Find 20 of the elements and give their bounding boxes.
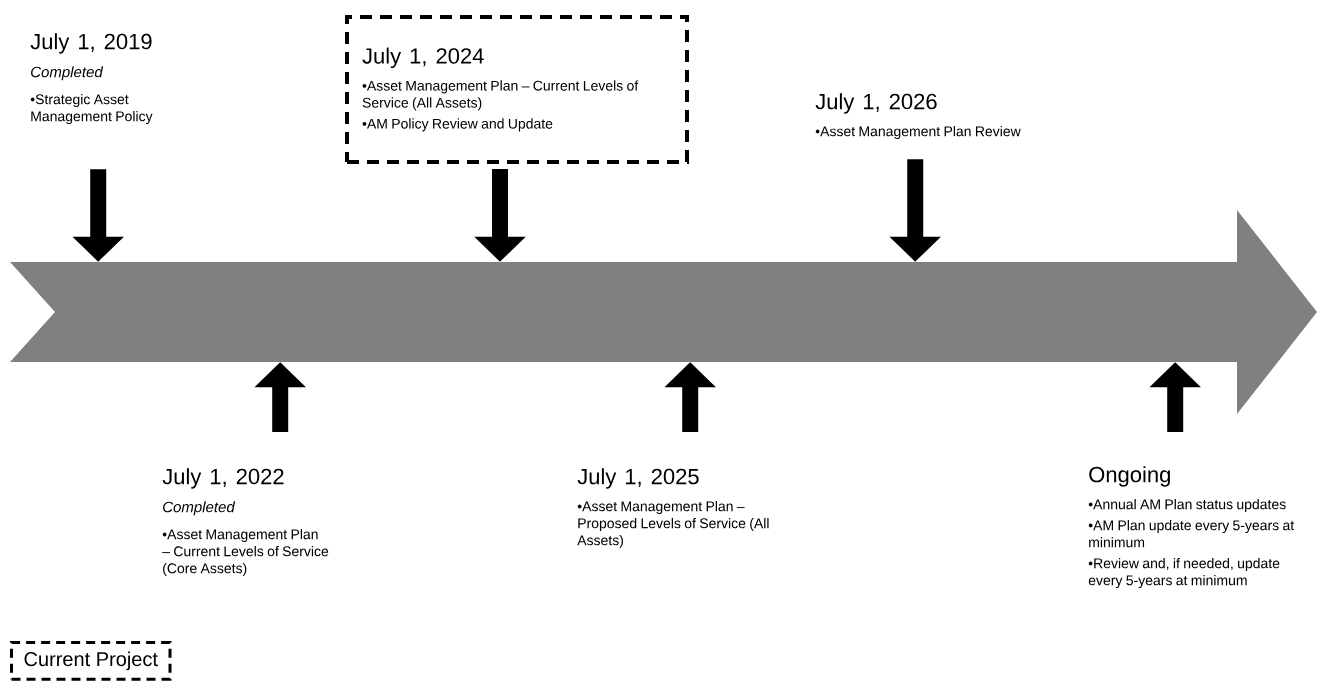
bullet-item: •Review and, if needed, update every 5-years at minimum bbox=[1088, 558, 1280, 589]
bullet-item: •Asset Management Plan – Current Levels of Service (Core Assets) bbox=[162, 529, 329, 577]
dashed-box bbox=[345, 15, 689, 164]
bullet-item: •Asset Management Plan Review bbox=[815, 126, 1021, 140]
date-heading: July 1, 2022 bbox=[162, 468, 284, 489]
status-text: Completed bbox=[163, 501, 236, 516]
date-heading: July 1, 2024 bbox=[362, 47, 484, 69]
status-text: Completed bbox=[31, 66, 104, 81]
bullet-item: •Asset Management Plan – Proposed Levels of Service (All Assets) bbox=[577, 501, 769, 549]
bullet-item: •AM Policy Review and Update bbox=[362, 118, 553, 132]
bullet-item: •Strategic Asset Management Policy bbox=[30, 94, 153, 125]
bullet-item: •Asset Management Plan – Current Levels of Service (All Assets) bbox=[362, 80, 639, 111]
date-heading: July 1, 2026 bbox=[815, 93, 937, 114]
date-heading: July 1, 2019 bbox=[30, 33, 152, 54]
bullet-item: •AM Plan update every 5-years at minimum bbox=[1088, 520, 1295, 548]
timeline-arrow bbox=[10, 210, 1317, 414]
bullet-item: •Annual AM Plan status updates bbox=[1088, 499, 1286, 513]
date-heading: July 1, 2025 bbox=[577, 468, 699, 489]
date-heading: Ongoing bbox=[1089, 466, 1170, 487]
legend-item: Current Project bbox=[10, 641, 172, 681]
